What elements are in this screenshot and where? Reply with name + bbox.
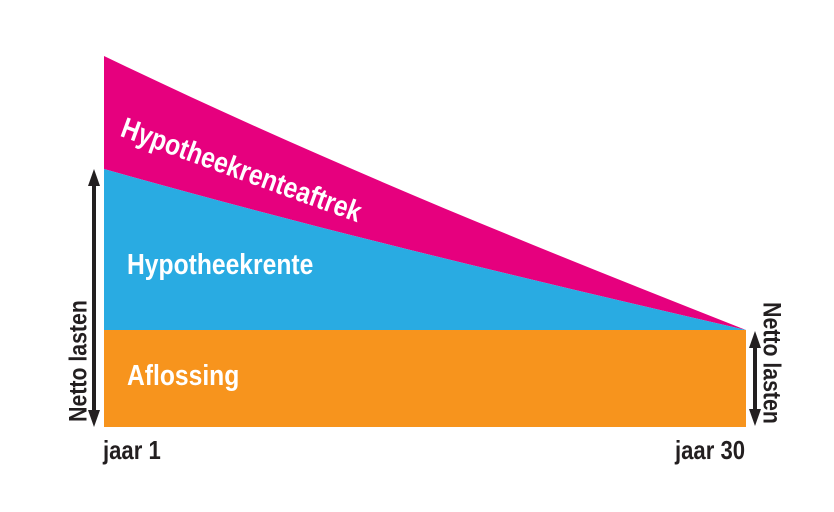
right-arrow-down-head-icon xyxy=(749,409,761,426)
left-arrow-down-head-icon xyxy=(88,410,100,427)
netto-lasten-left-label: Netto lasten xyxy=(64,300,93,422)
netto-lasten-left-arrow xyxy=(88,169,100,427)
hypotheekrente-label: Hypotheekrente xyxy=(127,249,314,281)
right-arrow-up-head-icon xyxy=(749,331,761,348)
netto-lasten-right-label: Netto lasten xyxy=(757,302,786,424)
x-axis-end-label: jaar 30 xyxy=(675,435,746,465)
hypotheekrente-area xyxy=(104,169,746,330)
x-axis-start-label: jaar 1 xyxy=(103,435,161,465)
netto-lasten-right-arrow xyxy=(749,331,761,426)
aflossing-label: Aflossing xyxy=(127,360,240,392)
left-arrow-up-head-icon xyxy=(88,169,100,186)
aflossing-area xyxy=(104,330,746,427)
hypotheekrenteaftrek-area xyxy=(104,56,746,330)
